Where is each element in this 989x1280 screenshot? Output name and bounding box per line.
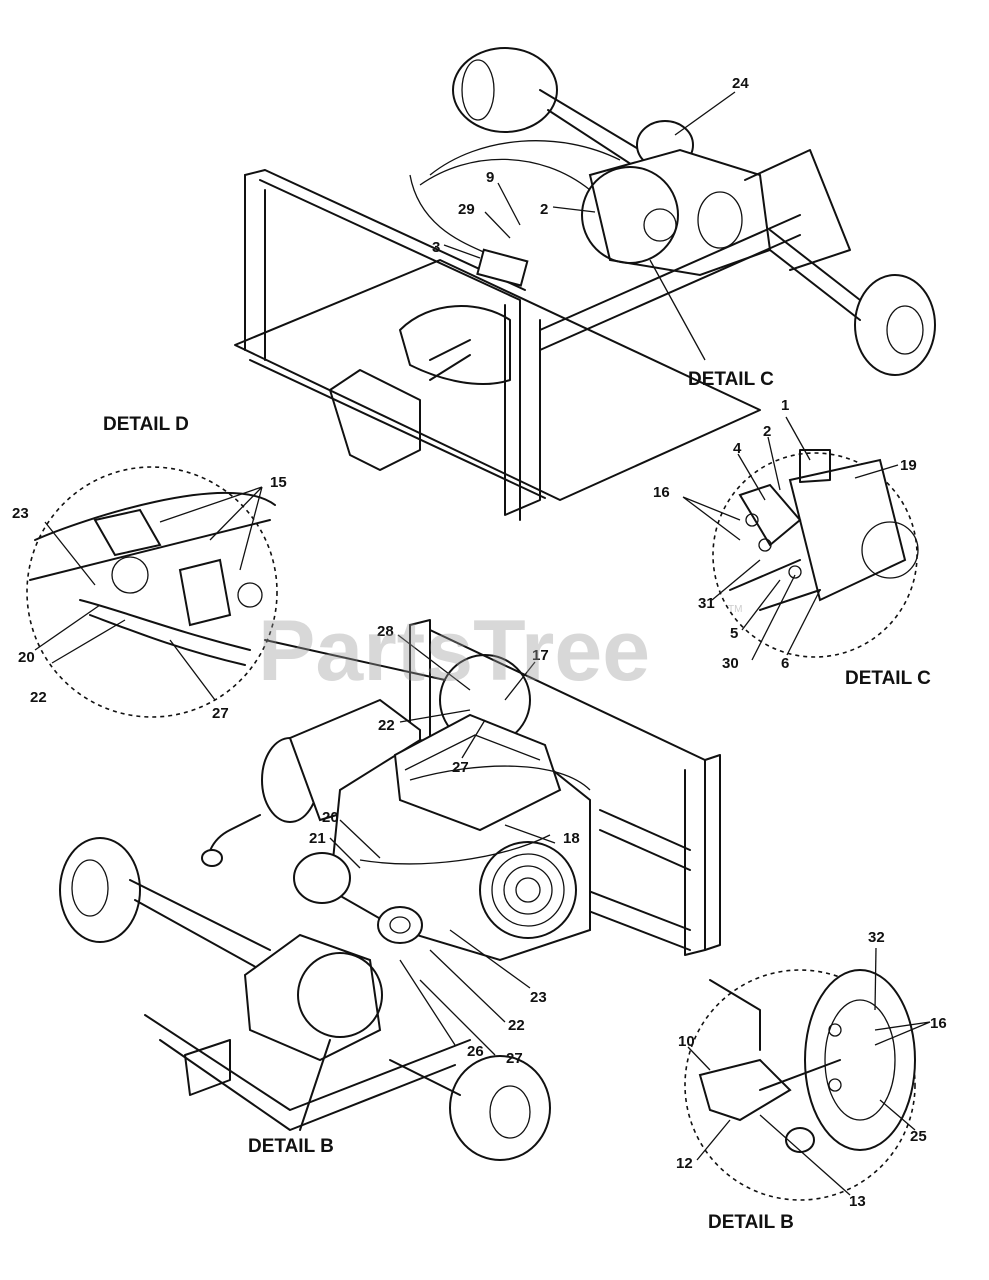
callout-28: 28: [377, 623, 394, 640]
callout-29: 29: [458, 201, 475, 218]
callout-26: 26: [467, 1043, 484, 1060]
detail-c-view: [682, 416, 919, 661]
callout-2: 2: [540, 201, 548, 218]
callout-32: 32: [868, 929, 885, 946]
callout-25: 25: [910, 1128, 927, 1145]
engine-assembly: [59, 619, 721, 1161]
callout-3: 3: [432, 239, 440, 256]
callout-20: 20: [322, 809, 339, 826]
callouts-engine: 28 17 22 27 20 21 18 23 22 26 27: [309, 623, 580, 1067]
callouts-detail-b: 32 16 10 25 12 13: [676, 929, 947, 1210]
callout-18: 18: [563, 830, 580, 847]
callout-5: 5: [730, 625, 738, 642]
callout-17: 17: [532, 647, 549, 664]
detail-c-inset-label: DETAIL C: [845, 668, 931, 689]
callout-10: 10: [678, 1033, 695, 1050]
detail-b-label: DETAIL B: [248, 1136, 334, 1157]
detail-d-view: [26, 466, 446, 718]
callout-23: 23: [530, 989, 547, 1006]
watermark-tm: TM: [728, 604, 742, 615]
callout-22: 22: [378, 717, 395, 734]
callout-16: 16: [653, 484, 670, 501]
top-frame-assembly: [234, 47, 936, 521]
callout-20: 20: [18, 649, 35, 666]
watermark: PartsTree TM: [258, 603, 742, 699]
detail-b-inset-label: DETAIL B: [708, 1212, 794, 1233]
callout-22: 22: [508, 1017, 525, 1034]
callout-6: 6: [781, 655, 789, 672]
callout-27: 27: [212, 705, 229, 722]
callout-12: 12: [676, 1155, 693, 1172]
callout-9: 9: [486, 169, 494, 186]
callout-27: 27: [506, 1050, 523, 1067]
callout-1: 1: [781, 397, 789, 414]
callout-19: 19: [900, 457, 917, 474]
callouts-top: 24 9 29 2 3: [432, 75, 749, 256]
watermark-text: PartsTree: [258, 603, 650, 699]
callouts-detail-d: 15 23 20 22 27: [12, 474, 287, 722]
callout-24: 24: [732, 75, 749, 92]
callout-31: 31: [698, 595, 715, 612]
callout-4: 4: [733, 440, 742, 457]
callout-16: 16: [930, 1015, 947, 1032]
callout-27: 27: [452, 759, 469, 776]
callout-30: 30: [722, 655, 739, 672]
detail-b-view: [684, 947, 931, 1201]
callout-23: 23: [12, 505, 29, 522]
detail-titles: DETAIL C DETAIL D DETAIL C DETAIL B DETA…: [103, 369, 931, 1233]
callout-13: 13: [849, 1193, 866, 1210]
callout-15: 15: [270, 474, 287, 491]
detail-c-label: DETAIL C: [688, 369, 774, 390]
callout-2: 2: [763, 423, 771, 440]
callout-21: 21: [309, 830, 326, 847]
detail-d-label: DETAIL D: [103, 414, 189, 435]
callout-22: 22: [30, 689, 47, 706]
callouts-detail-c: 1 2 4 19 16 31 5 30 6: [653, 397, 917, 672]
